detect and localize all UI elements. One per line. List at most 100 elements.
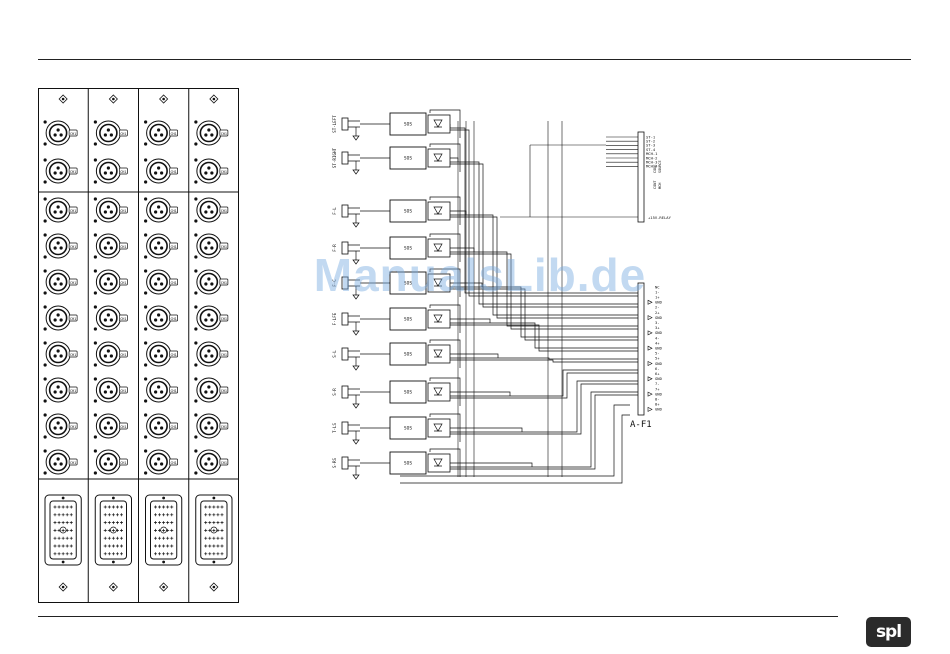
mounting-screw-icon [209,582,219,592]
svg-text:CH1: CH1 [70,132,76,136]
svg-text:CH1: CH1 [221,281,227,285]
signal-wire [450,216,638,319]
connector-pin-label: 2- [655,305,660,310]
ground-icon [647,391,653,397]
svg-text:CH1: CH1 [170,132,176,136]
xlr-connector-icon: CH1 [93,158,128,184]
ground-icon [352,365,360,371]
sos-block-label: SOS [404,390,412,396]
sos-block-label: SOS [404,122,412,128]
sos-block-label: SOS [404,281,412,287]
xlr-connector-icon: CH1 [93,269,128,295]
channel-label: S-RS [332,457,337,468]
channel-label: S-L [332,350,337,358]
svg-text:CH1: CH1 [120,132,126,136]
svg-text:CH1: CH1 [120,389,126,393]
signal-wire [450,127,638,294]
svg-text:CH1: CH1 [70,425,76,429]
xlr-connector-icon: CH1 [144,413,178,439]
xlr-connector-icon: CH1 [43,377,78,403]
connector-pin-label: MCH-3 [646,160,657,165]
connector-pin-label: GND [655,300,663,305]
sos-block [389,236,427,260]
relay-icon [427,453,451,473]
mounting-screw-icon [209,94,219,104]
ground-icon [352,439,360,445]
channel-label: ST-LEFT [332,115,337,133]
xlr-connector-icon: CH1 [144,449,178,475]
spl-logo: spl [866,617,911,647]
connector-pin-label: GND [655,330,663,335]
connector-pin-label: GND [655,315,663,320]
mounting-screw-icon [108,94,118,104]
signal-wire [450,372,638,399]
connector-pin-label: MCH-4 [646,164,658,169]
sos-block [389,271,427,295]
sos-block [389,112,427,136]
xlr-connector-icon: CH1 [93,197,128,223]
signal-wire [450,288,638,341]
svg-text:CH1: CH1 [221,389,227,393]
ground-icon [647,345,653,351]
ground-icon [352,169,360,175]
xlr-connector-icon: CH1 [194,233,229,259]
xlr-connector-icon: CH1 [93,377,128,403]
svg-text:CH1: CH1 [170,425,176,429]
jack-icon [341,421,349,435]
connector-pin-label: 3+ [655,325,660,330]
connector-pin-label: 2+ [655,310,660,315]
sos-block [389,199,427,223]
jack-icon [341,312,349,326]
xlr-connector-icon: CH1 [144,341,178,367]
dsub-connector-icon [145,494,183,566]
channel-label: F-LFE [332,312,337,325]
xlr-connector-icon: CH1 [43,197,78,223]
connector-pin-label: 6+ [655,371,660,376]
relay-icon [427,309,451,329]
connector-pin-label: 4+ [655,340,660,345]
svg-text:CH1: CH1 [170,245,176,249]
ground-icon [352,294,360,300]
svg-text:CH1: CH1 [221,317,227,321]
connector-top: ST-1ST-2ST-3ST-4MCH-1MCH-2MCH-3MCH-4CODE… [500,131,672,223]
svg-text:CH1: CH1 [221,209,227,213]
signal-wire [450,253,638,330]
connector-pin-label: NC [655,284,660,289]
signal-wire [450,286,638,338]
ground-icon [352,474,360,480]
channel-label: F-L [332,207,337,215]
svg-text:CH1: CH1 [70,353,76,357]
ground-icon [352,222,360,228]
connector-pin-label: ST-3 [646,143,655,148]
xlr-connector-icon: CH1 [144,377,178,403]
rear-panel-drawing: CH1CH1CH1CH1CH1CH1CH1CH1CH1CH1CH1CH1CH1C… [38,88,239,603]
sos-block-label: SOS [404,246,412,252]
relay-label: +15V-RELAY [648,215,672,220]
ground-icon [647,361,653,366]
svg-text:CH1: CH1 [170,353,176,357]
xlr-connector-icon: CH1 [93,233,128,259]
jack-icon [341,456,349,470]
sos-block [389,342,427,366]
xlr-connector-icon: CH1 [43,449,78,475]
signal-wire [450,383,638,435]
signal-wire [450,161,638,305]
mounting-screw-icon [58,582,68,592]
svg-text:CH1: CH1 [170,170,176,174]
svg-text:CH1: CH1 [70,317,76,321]
sos-block [389,146,427,170]
connector-pin-label: ST-1 [646,134,656,139]
ground-icon [647,406,653,412]
svg-text:CH1: CH1 [70,281,76,285]
mounting-screw-icon [159,582,169,592]
dsub-connector-icon [44,494,82,566]
xlr-connector-icon: CH1 [144,305,178,331]
connector-pin-label: GND [655,361,663,366]
connector-pin-label: MCH-1 [646,151,658,156]
xlr-connector-icon: CH1 [93,305,128,331]
xlr-connector-icon: CH1 [93,449,128,475]
ground-icon [647,376,653,382]
